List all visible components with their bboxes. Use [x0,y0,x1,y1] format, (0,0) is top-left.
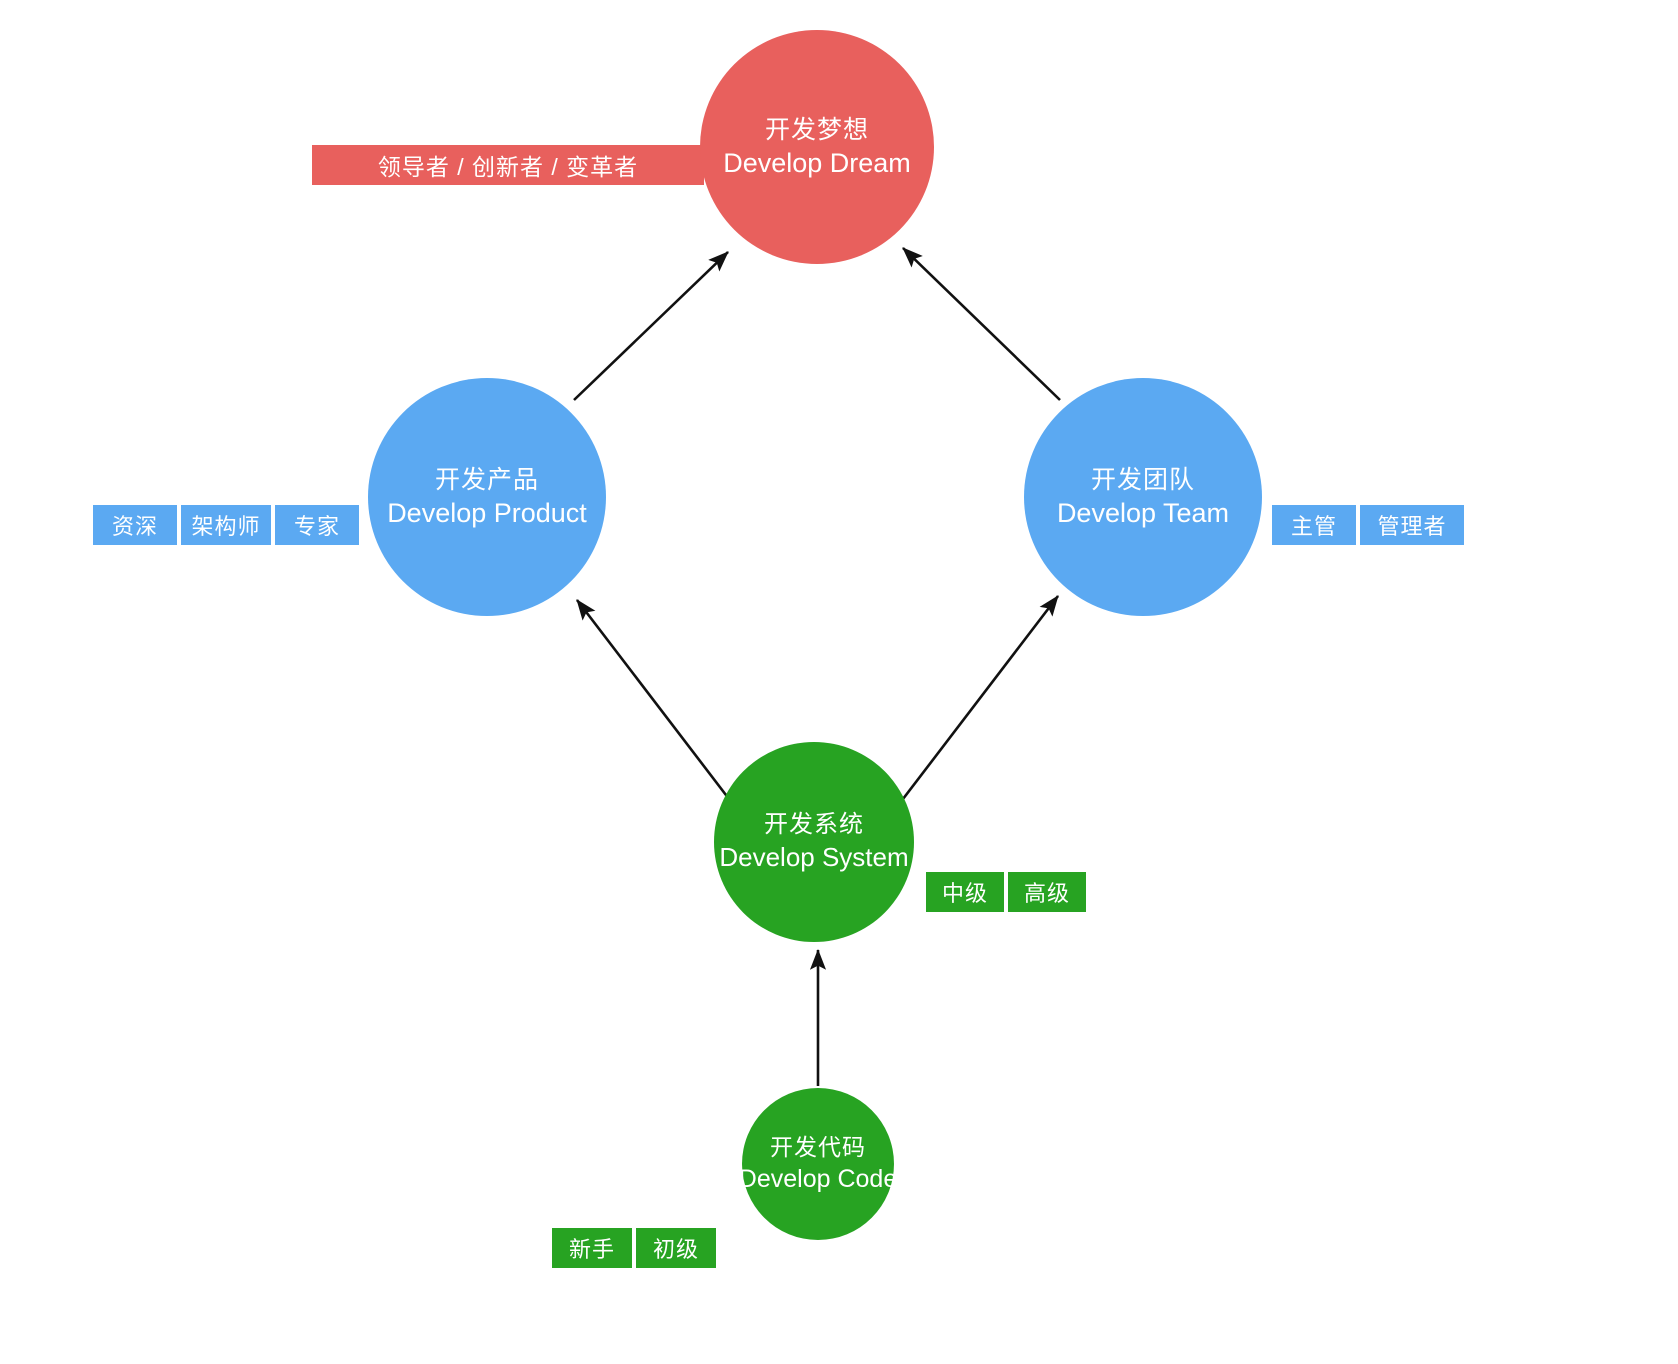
node-develop-product[interactable]: 开发产品 Develop Product [368,378,606,616]
edge-product-to-dream [573,251,729,401]
node-code-label-en: Develop Code [738,1164,898,1193]
node-system-label-cn: 开发系统 [764,811,864,838]
tag-product-1[interactable]: 架构师 [181,505,271,545]
tag-group-dream: 领导者 / 创新者 / 变革者 [312,145,704,185]
tag-product-0[interactable]: 资深 [93,505,177,545]
node-dream-label-cn: 开发梦想 [764,115,869,144]
node-system-label-en: Develop System [719,841,909,872]
tag-system-0[interactable]: 中级 [926,872,1004,912]
node-product-label-en: Develop Product [387,497,587,528]
node-team-label-cn: 开发团队 [1090,465,1195,494]
node-code-label-cn: 开发代码 [770,1134,866,1161]
node-dream-label-en: Develop Dream [723,147,911,178]
edge-system-to-team [888,595,1060,817]
tag-group-code: 新手 初级 [552,1228,716,1268]
edge-team-to-dream [902,247,1061,401]
tag-dream-0[interactable]: 领导者 / 创新者 / 变革者 [312,145,704,185]
node-product-label-cn: 开发产品 [434,465,539,494]
node-develop-system[interactable]: 开发系统 Develop System [714,742,914,942]
tag-group-team: 主管 管理者 [1272,505,1464,545]
tag-code-1[interactable]: 初级 [636,1228,716,1268]
tag-team-0[interactable]: 主管 [1272,505,1356,545]
tag-group-product: 资深 架构师 专家 [93,505,359,545]
tag-product-2[interactable]: 专家 [275,505,359,545]
tag-group-system: 中级 高级 [926,872,1086,912]
tag-system-1[interactable]: 高级 [1008,872,1086,912]
edge-system-to-product [575,599,744,817]
node-develop-dream[interactable]: 开发梦想 Develop Dream [700,30,934,264]
node-develop-code[interactable]: 开发代码 Develop Code [738,1088,898,1240]
tag-team-1[interactable]: 管理者 [1360,505,1464,545]
node-team-label-en: Develop Team [1056,497,1230,528]
tag-code-0[interactable]: 新手 [552,1228,632,1268]
node-develop-team[interactable]: 开发团队 Develop Team [1024,378,1262,616]
